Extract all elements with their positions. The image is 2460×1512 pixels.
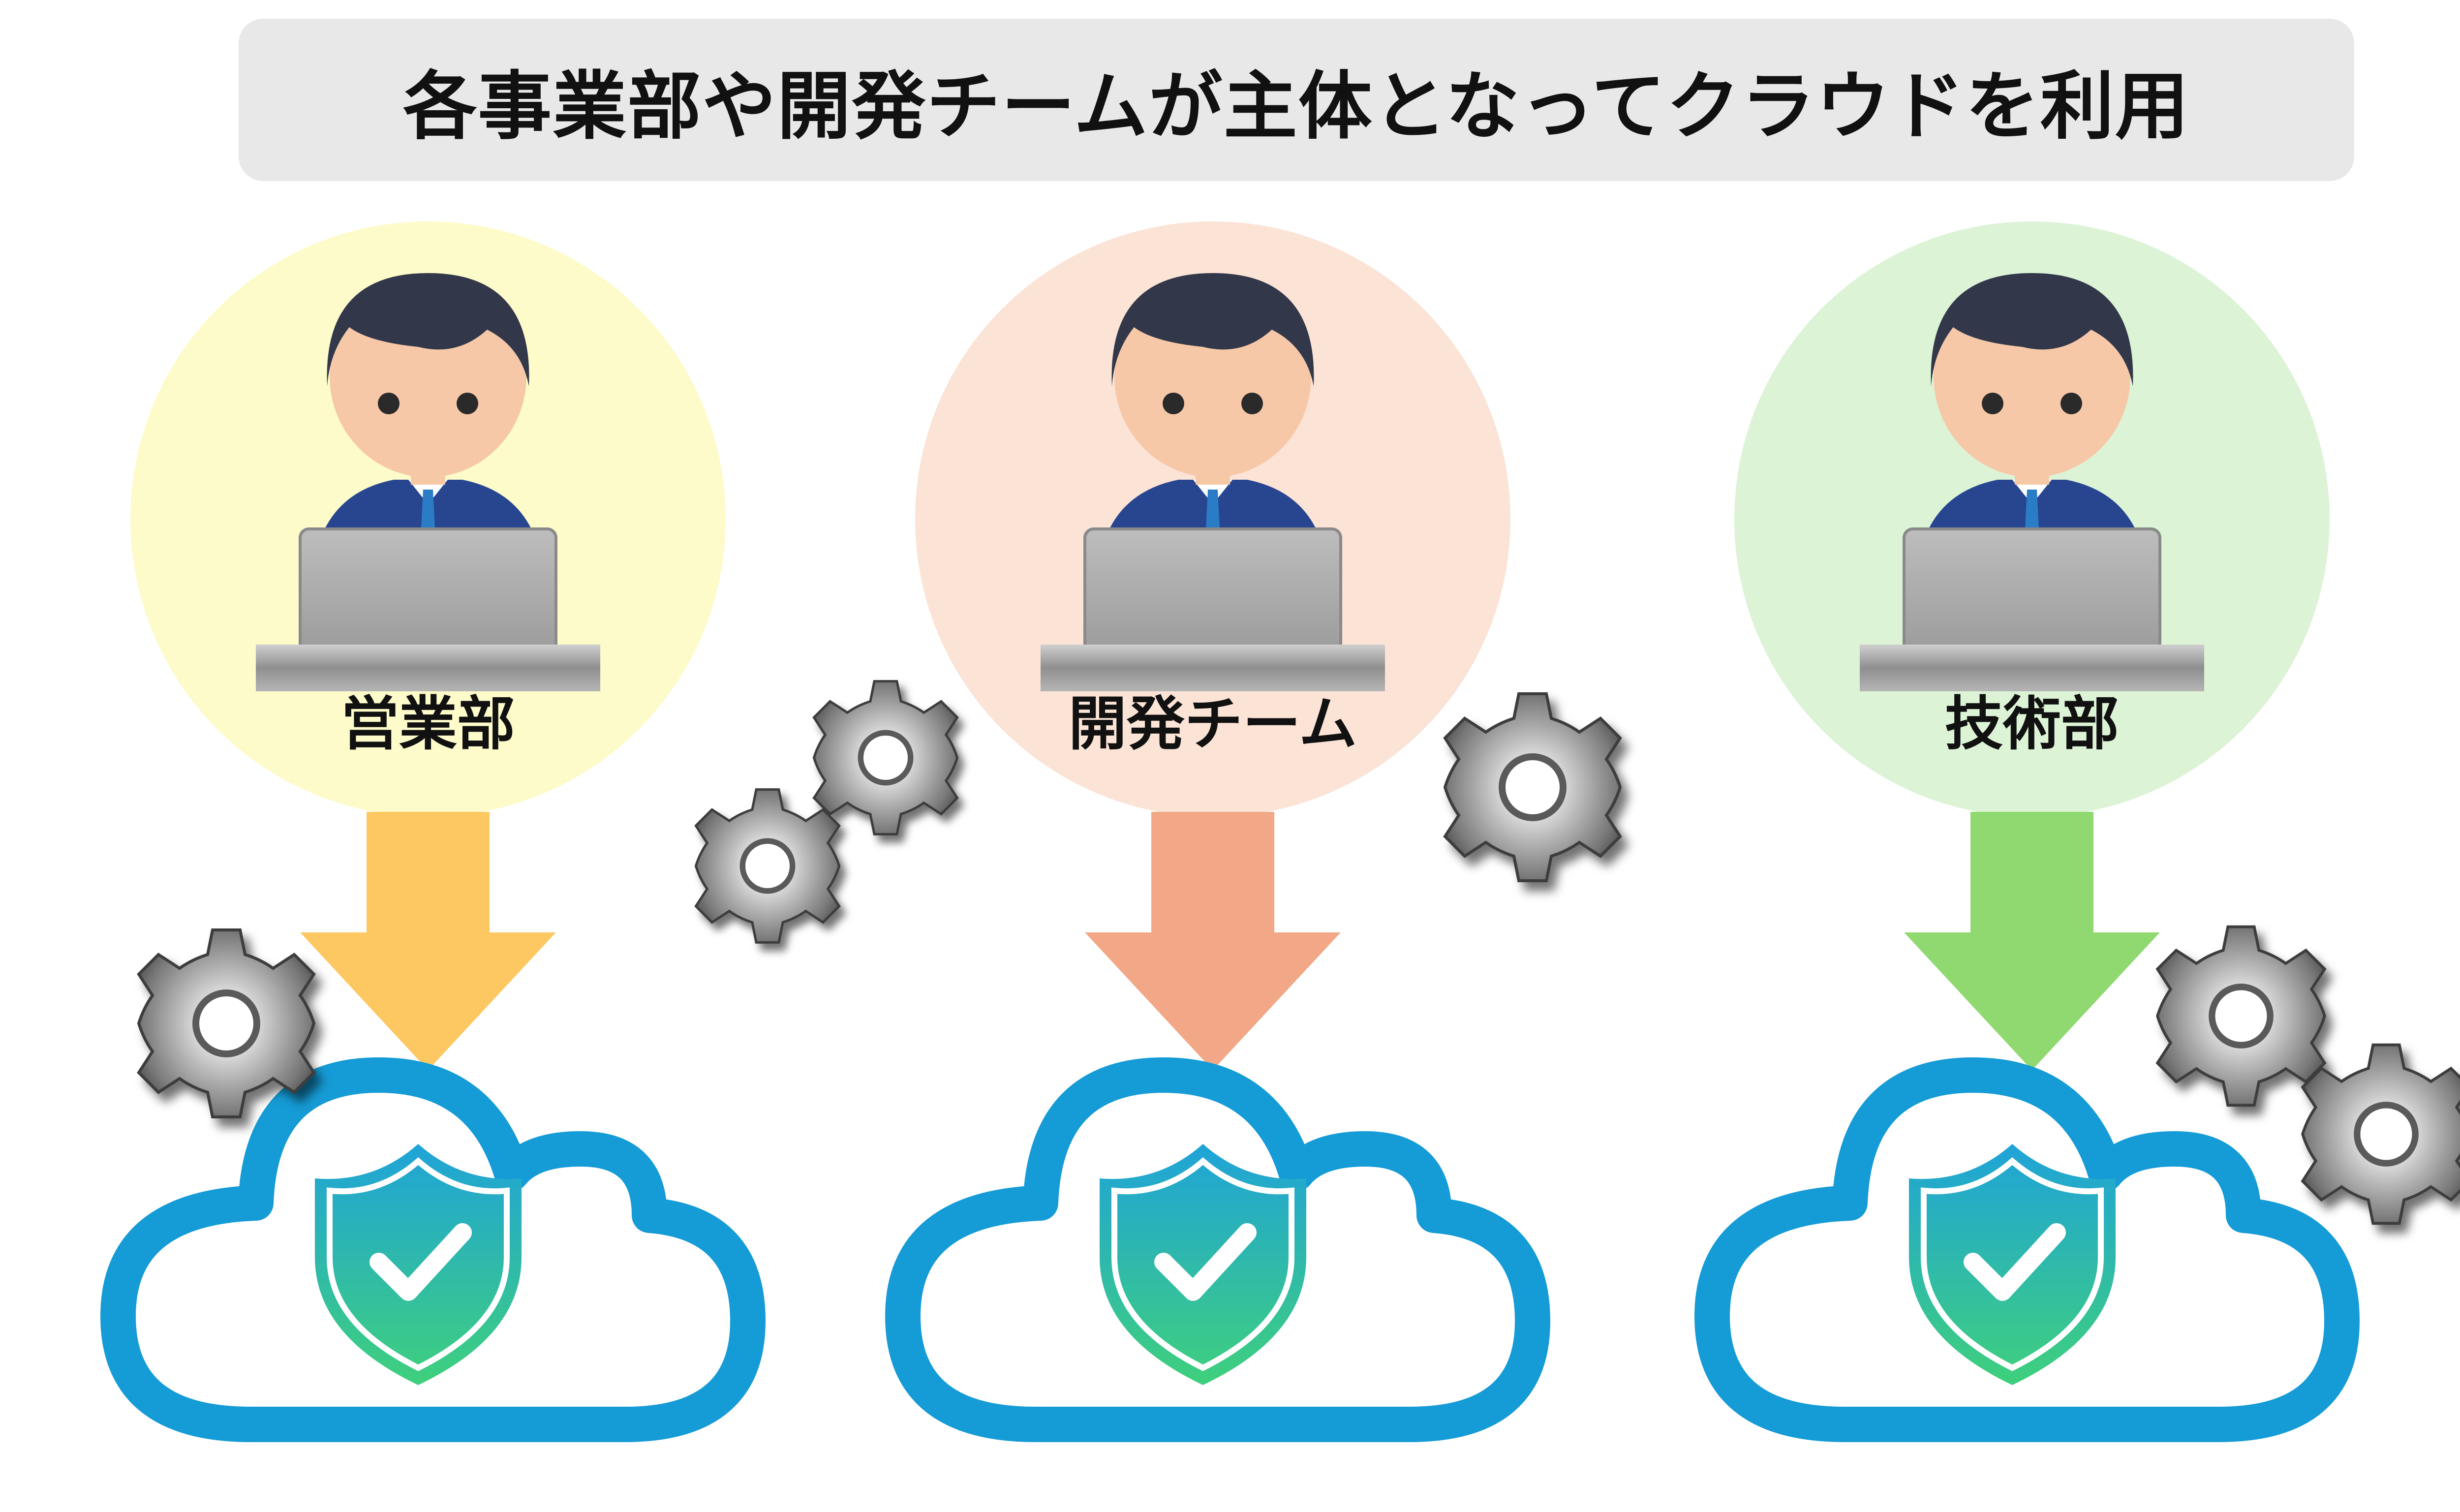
gear-icon (814, 681, 957, 834)
page-title: 各事業部や開発チームが主体となってクラウドを利用 (403, 63, 2190, 150)
down-arrow (1085, 812, 1341, 1070)
down-arrow (1904, 812, 2160, 1070)
sales-department (118, 221, 748, 1424)
tech-department (1712, 221, 2342, 1424)
secure-cloud-icon (903, 1075, 1533, 1424)
gear-icon (696, 790, 839, 943)
gear-icon (2157, 927, 2325, 1106)
dev-team (903, 221, 1533, 1424)
department-label-sales: 営業部 (340, 689, 515, 758)
gear-icon (1445, 694, 1620, 881)
gear-icon (2303, 1045, 2460, 1224)
down-arrow (300, 812, 556, 1070)
secure-cloud-icon (1712, 1075, 2342, 1424)
title-banner (239, 19, 2354, 181)
department-label-tech: 技術部 (1944, 689, 2119, 758)
department-label-dev: 開発チーム (1068, 689, 1357, 758)
gear-icon (139, 930, 314, 1117)
secure-cloud-icon (118, 1075, 748, 1424)
